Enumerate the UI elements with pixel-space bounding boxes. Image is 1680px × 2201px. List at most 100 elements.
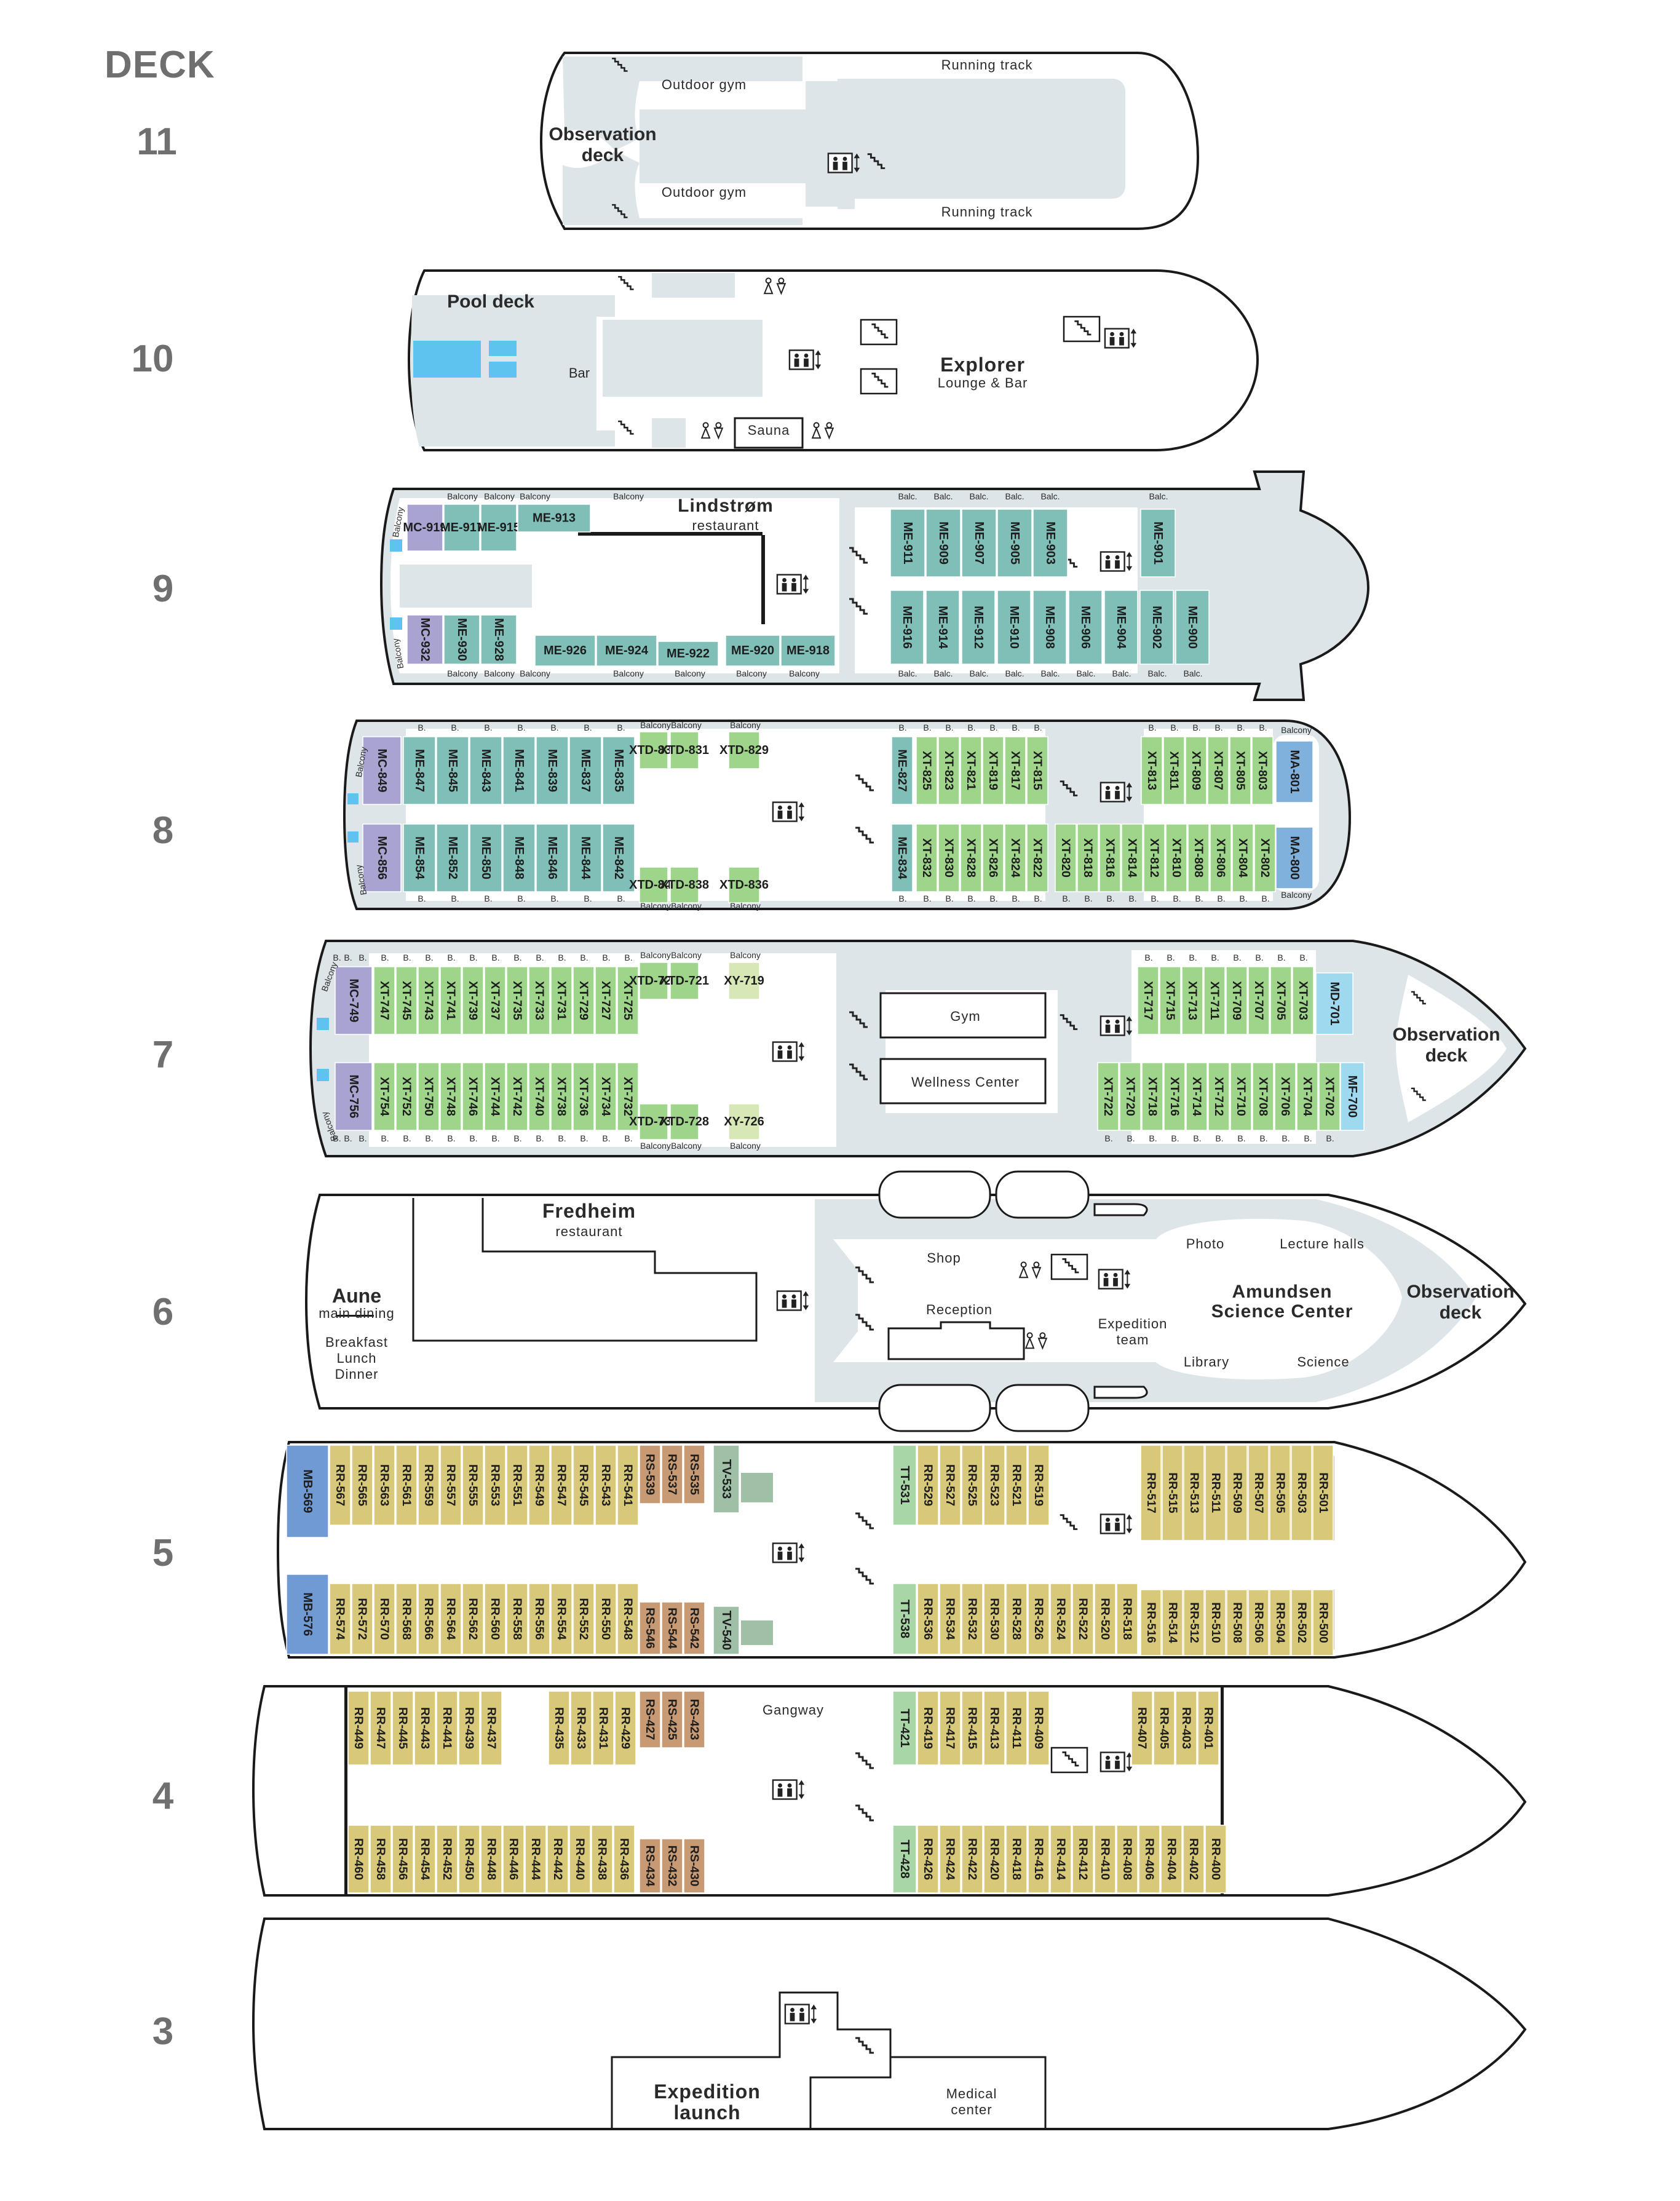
- cabin-xt-830[interactable]: XT-830: [938, 823, 960, 892]
- cabin-rr-568[interactable]: RR-568: [395, 1583, 418, 1655]
- cabin-me-913[interactable]: ME-913: [517, 504, 591, 533]
- cabin-xt-752[interactable]: XT-752: [395, 1062, 418, 1131]
- cabin-mc-932[interactable]: MC-932: [406, 614, 443, 665]
- cabin-me-827[interactable]: ME-827: [891, 736, 913, 805]
- cabin-rr-412[interactable]: RR-412: [1072, 1825, 1094, 1894]
- cabin-rr-534[interactable]: RR-534: [939, 1583, 961, 1655]
- cabin-rs-432[interactable]: RS-432: [661, 1838, 683, 1894]
- cabin-rr-561[interactable]: RR-561: [395, 1445, 418, 1526]
- cabin-rr-431[interactable]: RR-431: [592, 1691, 614, 1766]
- cabin-xt-703[interactable]: XT-703: [1292, 966, 1314, 1035]
- cabin-me-910[interactable]: ME-910: [997, 590, 1031, 665]
- cabin-rr-519[interactable]: RR-519: [1028, 1445, 1050, 1526]
- cabin-rs-535[interactable]: RS-535: [683, 1445, 705, 1504]
- cabin-mc-919[interactable]: MC-919: [403, 504, 447, 552]
- cabin-xt-716[interactable]: XT-716: [1163, 1062, 1186, 1131]
- cabin-rr-440[interactable]: RR-440: [569, 1825, 591, 1894]
- cabin-rr-452[interactable]: RR-452: [436, 1825, 458, 1894]
- cabin-xt-738[interactable]: XT-738: [550, 1062, 573, 1131]
- cabin-rr-401[interactable]: RR-401: [1197, 1691, 1219, 1766]
- cabin-me-926[interactable]: ME-926: [534, 635, 596, 667]
- cabin-xtd-721[interactable]: XTD-721: [660, 962, 709, 1000]
- cabin-xt-733[interactable]: XT-733: [528, 966, 550, 1035]
- cabin-rr-448[interactable]: RR-448: [480, 1825, 502, 1894]
- cabin-rs-546[interactable]: RS-546: [639, 1601, 661, 1655]
- cabin-rr-420[interactable]: RR-420: [983, 1825, 1005, 1894]
- cabin-me-924[interactable]: ME-924: [596, 635, 657, 667]
- cabin-rr-556[interactable]: RR-556: [528, 1583, 550, 1655]
- cabin-rr-570[interactable]: RR-570: [373, 1583, 395, 1655]
- cabin-rr-505[interactable]: RR-505: [1269, 1445, 1291, 1541]
- cabin-rs-423[interactable]: RS-423: [683, 1691, 705, 1748]
- cabin-rr-504[interactable]: RR-504: [1269, 1589, 1291, 1656]
- cabin-xtd-836[interactable]: XTD-836: [719, 867, 769, 903]
- cabin-me-847[interactable]: ME-847: [403, 736, 436, 805]
- cabin-xtd-838[interactable]: XTD-838: [660, 867, 709, 903]
- cabin-me-854[interactable]: ME-854: [403, 823, 436, 892]
- cabin-me-911[interactable]: ME-911: [890, 509, 925, 577]
- cabin-rs-430[interactable]: RS-430: [683, 1838, 705, 1894]
- cabin-xt-818[interactable]: XT-818: [1077, 823, 1099, 892]
- cabin-me-909[interactable]: ME-909: [925, 509, 961, 577]
- cabin-xtd-730[interactable]: XTD-730: [629, 1103, 678, 1140]
- cabin-rs-537[interactable]: RS-537: [661, 1445, 683, 1504]
- cabin-xtd-723[interactable]: XTD-723: [629, 962, 678, 1000]
- cabin-me-907[interactable]: ME-907: [961, 509, 997, 577]
- cabin-me-834[interactable]: ME-834: [891, 823, 913, 892]
- cabin-rr-530[interactable]: RR-530: [983, 1583, 1005, 1655]
- cabin-rr-506[interactable]: RR-506: [1248, 1589, 1269, 1656]
- cabin-me-901[interactable]: ME-901: [1140, 509, 1176, 577]
- cabin-me-848[interactable]: ME-848: [502, 823, 536, 892]
- cabin-tt-428[interactable]: TT-428: [892, 1825, 917, 1894]
- cabin-me-846[interactable]: ME-846: [536, 823, 569, 892]
- cabin-rr-545[interactable]: RR-545: [573, 1445, 595, 1526]
- cabin-xt-741[interactable]: XT-741: [440, 966, 462, 1035]
- cabin-xt-821[interactable]: XT-821: [960, 736, 982, 805]
- cabin-rr-507[interactable]: RR-507: [1248, 1445, 1269, 1541]
- cabin-rr-424[interactable]: RR-424: [939, 1825, 961, 1894]
- cabin-xt-742[interactable]: XT-742: [506, 1062, 528, 1131]
- cabin-xt-717[interactable]: XT-717: [1137, 966, 1159, 1035]
- cabin-rr-404[interactable]: RR-404: [1160, 1825, 1183, 1894]
- cabin-rr-444[interactable]: RR-444: [525, 1825, 547, 1894]
- cabin-tt-421[interactable]: TT-421: [892, 1691, 917, 1766]
- cabin-xt-823[interactable]: XT-823: [938, 736, 960, 805]
- cabin-rr-422[interactable]: RR-422: [961, 1825, 983, 1894]
- cabin-rs-542[interactable]: RS-542: [683, 1601, 705, 1655]
- cabin-tt-538[interactable]: TT-538: [892, 1583, 917, 1655]
- cabin-xt-708[interactable]: XT-708: [1252, 1062, 1274, 1131]
- cabin-rr-429[interactable]: RR-429: [614, 1691, 636, 1766]
- cabin-xt-802[interactable]: XT-802: [1254, 823, 1276, 892]
- cabin-mc-849[interactable]: MC-849: [362, 736, 402, 805]
- cabin-xt-803[interactable]: XT-803: [1251, 736, 1274, 805]
- cabin-rr-442[interactable]: RR-442: [547, 1825, 569, 1894]
- cabin-me-912[interactable]: ME-912: [961, 590, 996, 665]
- cabin-xt-702[interactable]: XT-702: [1318, 1062, 1341, 1131]
- cabin-rr-502[interactable]: RR-502: [1291, 1589, 1312, 1656]
- cabin-rr-437[interactable]: RR-437: [480, 1691, 502, 1766]
- cabin-xt-714[interactable]: XT-714: [1186, 1062, 1208, 1131]
- cabin-me-905[interactable]: ME-905: [997, 509, 1032, 577]
- cabin-rr-523[interactable]: RR-523: [983, 1445, 1005, 1526]
- cabin-me-903[interactable]: ME-903: [1032, 509, 1068, 577]
- cabin-me-915[interactable]: ME-915: [477, 504, 520, 552]
- cabin-xt-824[interactable]: XT-824: [1004, 823, 1026, 892]
- cabin-rr-525[interactable]: RR-525: [961, 1445, 983, 1526]
- cabin-xt-718[interactable]: XT-718: [1141, 1062, 1163, 1131]
- cabin-mb-576[interactable]: MB-576: [286, 1574, 329, 1655]
- cabin-rr-554[interactable]: RR-554: [550, 1583, 573, 1655]
- cabin-rr-555[interactable]: RR-555: [462, 1445, 484, 1526]
- cabin-me-930[interactable]: ME-930: [443, 614, 480, 665]
- cabin-rr-527[interactable]: RR-527: [939, 1445, 961, 1526]
- cabin-rr-532[interactable]: RR-532: [961, 1583, 983, 1655]
- cabin-xt-806[interactable]: XT-806: [1210, 823, 1232, 892]
- cabin-rr-510[interactable]: RR-510: [1205, 1589, 1226, 1656]
- cabin-rr-500[interactable]: RR-500: [1312, 1589, 1334, 1656]
- cabin-rr-415[interactable]: RR-415: [961, 1691, 983, 1766]
- cabin-rr-419[interactable]: RR-419: [917, 1691, 939, 1766]
- cabin-xt-822[interactable]: XT-822: [1026, 823, 1048, 892]
- cabin-xt-706[interactable]: XT-706: [1274, 1062, 1296, 1131]
- cabin-rr-509[interactable]: RR-509: [1226, 1445, 1248, 1541]
- cabin-rs-544[interactable]: RS-544: [661, 1601, 683, 1655]
- cabin-xt-809[interactable]: XT-809: [1185, 736, 1207, 805]
